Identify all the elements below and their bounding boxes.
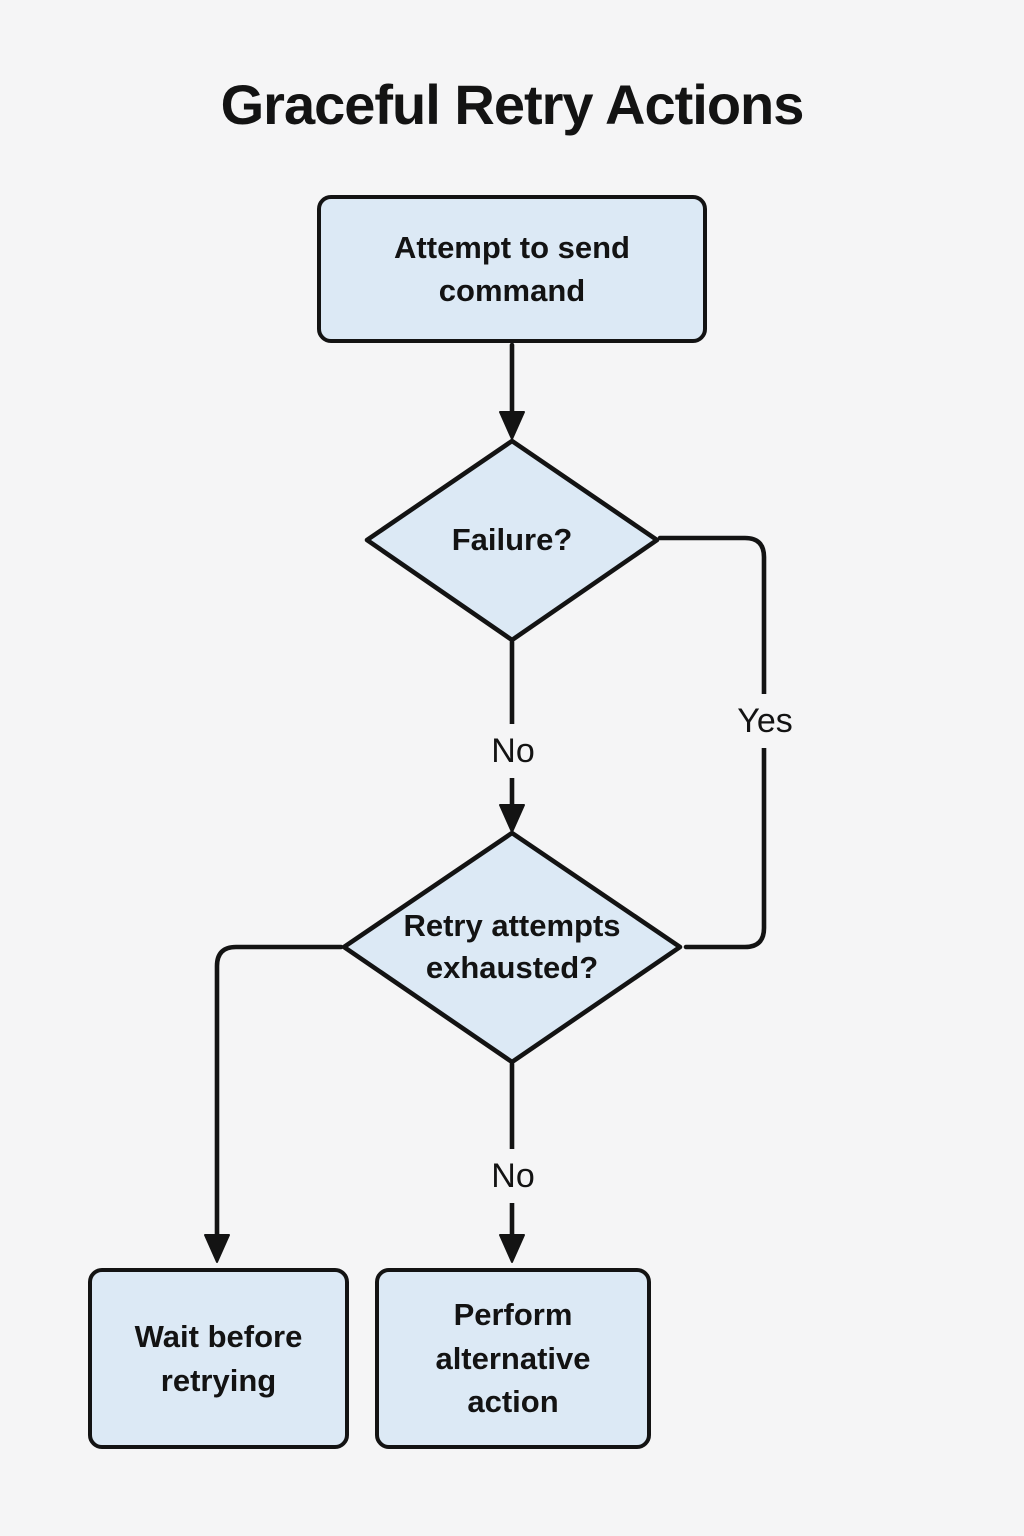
node-alternative-label: Perform alternative action [435,1297,591,1420]
node-attempt-label: Attempt to send command [394,229,630,308]
node-retry-exhausted-label: Retry attempts exhausted? [403,908,621,985]
arrowhead-icon [204,1234,230,1263]
node-retry-exhausted-shape [341,830,683,1065]
node-wait: Wait before retrying [88,1268,349,1449]
arrowhead-icon [499,411,525,440]
edge-retry-to-wait [214,944,344,1238]
edge-label-failure-yes: Yes [732,694,798,748]
arrowhead-icon [499,804,525,833]
node-failure-label: Failure? [451,522,573,558]
node-attempt: Attempt to send command [317,195,707,343]
edge-label-failure-no: No [486,724,540,778]
edge-label-retry-no: No [486,1149,540,1203]
node-alternative: Perform alternative action [375,1268,651,1449]
arrowhead-icon [499,1234,525,1263]
node-failure-shape [364,438,660,643]
node-wait-label: Wait before retrying [134,1319,303,1398]
flowchart-title: Graceful Retry Actions [220,73,805,136]
